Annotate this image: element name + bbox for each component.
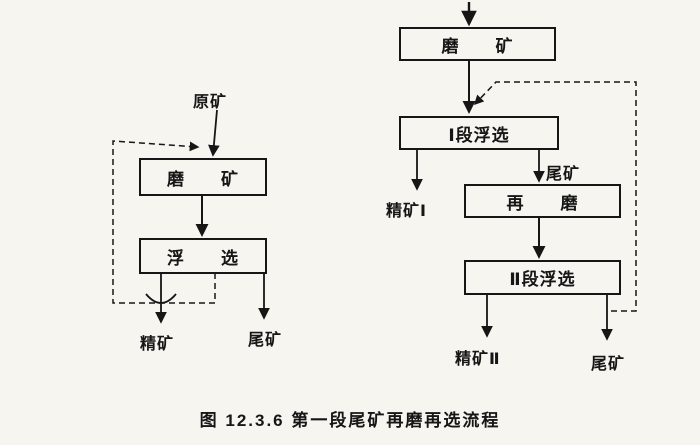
concentrate2-label: 精矿Ⅱ bbox=[455, 351, 501, 368]
regrind-box: 再 磨 bbox=[464, 184, 621, 218]
right-flow-lines bbox=[411, 2, 637, 341]
left-feed-line bbox=[208, 109, 220, 157]
left-tailings-label: 尾矿 bbox=[248, 332, 283, 349]
left-concentrate-label: 精矿 bbox=[140, 336, 175, 353]
right-tailings-label: 尾矿 bbox=[591, 356, 626, 373]
stage2-flotation-box: Ⅱ段浮选 bbox=[464, 260, 621, 295]
stage1-flotation-box: Ⅰ段浮选 bbox=[399, 116, 559, 150]
right-grind-box: 磨 矿 bbox=[399, 27, 556, 61]
left-flow-lines bbox=[112, 109, 270, 324]
left-grind-box: 磨 矿 bbox=[139, 158, 267, 196]
right-recycle-dashed-line bbox=[473, 81, 637, 312]
left-flotation-box: 浮 选 bbox=[139, 238, 267, 274]
left-recycle-dashed-line bbox=[112, 140, 216, 304]
left-feed-label: 原矿 bbox=[193, 94, 228, 111]
mid-tailings-label: 尾矿 bbox=[546, 166, 581, 183]
concentrate1-label: 精矿Ⅰ bbox=[386, 203, 427, 220]
figure-caption: 图 12.3.6 第一段尾矿再磨再选流程 bbox=[199, 411, 501, 430]
